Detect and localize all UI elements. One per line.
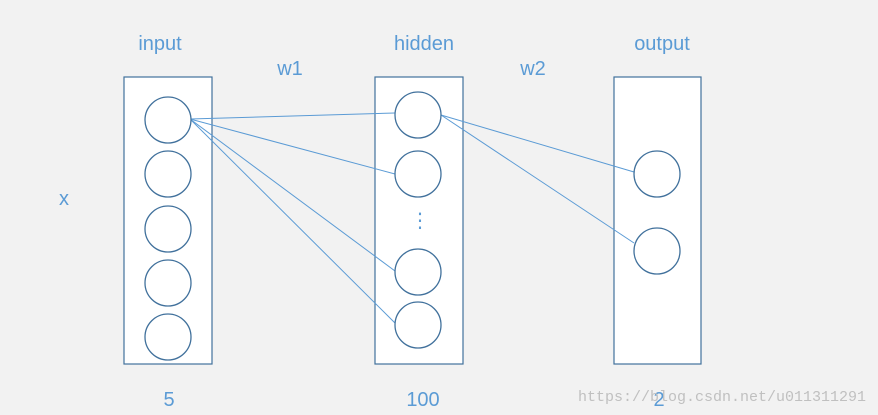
input-node <box>144 150 192 198</box>
connection-line <box>189 118 396 324</box>
hidden-node <box>394 301 442 349</box>
output-layer-label: output <box>634 33 690 55</box>
output-node <box>633 227 681 275</box>
watermark-text: https://blog.csdn.net/u011311291 <box>578 389 866 406</box>
input-nodes <box>144 96 192 361</box>
input-count-label: 5 <box>163 389 174 411</box>
hidden-layer-label: hidden <box>394 33 454 55</box>
output-nodes <box>633 150 681 275</box>
input-node <box>144 259 192 307</box>
x-label: x <box>59 188 69 210</box>
w2-label: w2 <box>519 58 546 80</box>
hidden-node <box>394 248 442 296</box>
hidden-node <box>394 91 442 139</box>
connection-line <box>440 114 635 173</box>
hidden-count-label: 100 <box>406 389 439 411</box>
input-node <box>144 96 192 144</box>
connection-line <box>189 118 396 175</box>
hidden-node <box>394 150 442 198</box>
output-layer-box <box>613 76 702 365</box>
w1-connections <box>189 112 396 324</box>
input-node <box>144 205 192 253</box>
connection-line <box>189 112 396 120</box>
connection-line <box>440 114 635 244</box>
hidden-nodes <box>394 91 442 349</box>
hidden-ellipsis: ⋮ <box>410 210 430 232</box>
output-node <box>633 150 681 198</box>
output-count-label: 2 <box>653 389 664 411</box>
input-layer-label: input <box>138 33 182 55</box>
input-node <box>144 313 192 361</box>
w1-label: w1 <box>276 58 303 80</box>
connection-line <box>189 118 396 272</box>
w2-connections <box>440 114 635 244</box>
